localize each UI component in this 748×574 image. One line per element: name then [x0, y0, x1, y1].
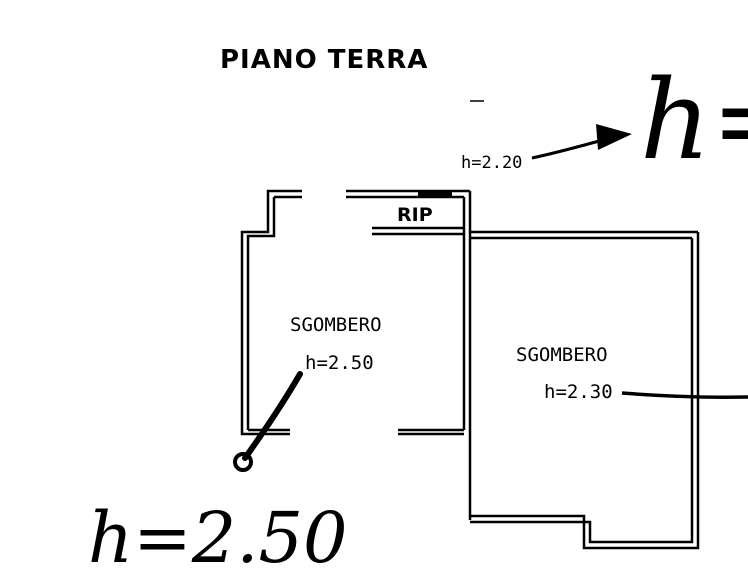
right-room-name: SGOMBERO — [516, 344, 608, 366]
rip-door-mark — [418, 191, 452, 197]
top-height-label: h=2.20 — [461, 153, 522, 173]
top-arrow-head — [596, 124, 632, 150]
left-room-name: SGOMBERO — [290, 314, 382, 336]
plan-title: PIANO TERRA — [220, 45, 428, 75]
pointer-loop — [233, 452, 253, 472]
rip-label: RIP — [397, 204, 433, 226]
left-room-walls — [240, 189, 472, 520]
handwritten-top-height: h= — [640, 56, 748, 184]
right-room-walls — [470, 230, 700, 550]
left-room-height: h=2.50 — [305, 352, 374, 374]
left-pointer-line — [242, 371, 303, 461]
handwritten-bottom-height: h=2.50 — [88, 497, 348, 574]
right-pointer-line — [621, 391, 748, 400]
right-room-height: h=2.30 — [544, 381, 613, 403]
